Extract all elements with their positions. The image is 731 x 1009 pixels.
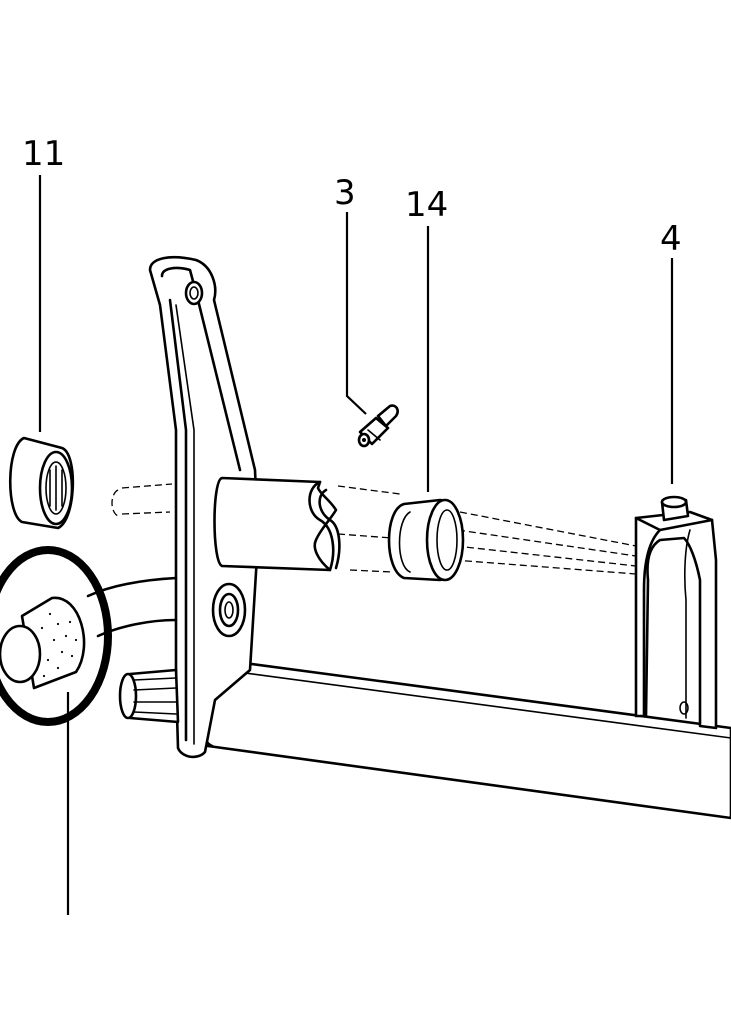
callout-label-4: 4	[660, 219, 682, 259]
callout-label-3: 3	[334, 173, 356, 213]
splined-stub	[118, 668, 180, 724]
highlight-circle	[0, 546, 112, 726]
bushing-14	[387, 498, 465, 582]
bracket-4	[634, 495, 718, 730]
bearing-ring-11	[8, 436, 75, 530]
main-tube	[184, 658, 731, 820]
grease-nipple-3	[357, 404, 399, 448]
cone-stipple	[40, 612, 78, 678]
lever-arm	[148, 256, 260, 759]
callout-label-14: 14	[405, 185, 448, 225]
cone-bushing	[0, 596, 86, 690]
leader-line-3	[345, 212, 367, 415]
callout-label-11: 11	[22, 134, 65, 174]
pivot-sleeve	[213, 476, 341, 572]
